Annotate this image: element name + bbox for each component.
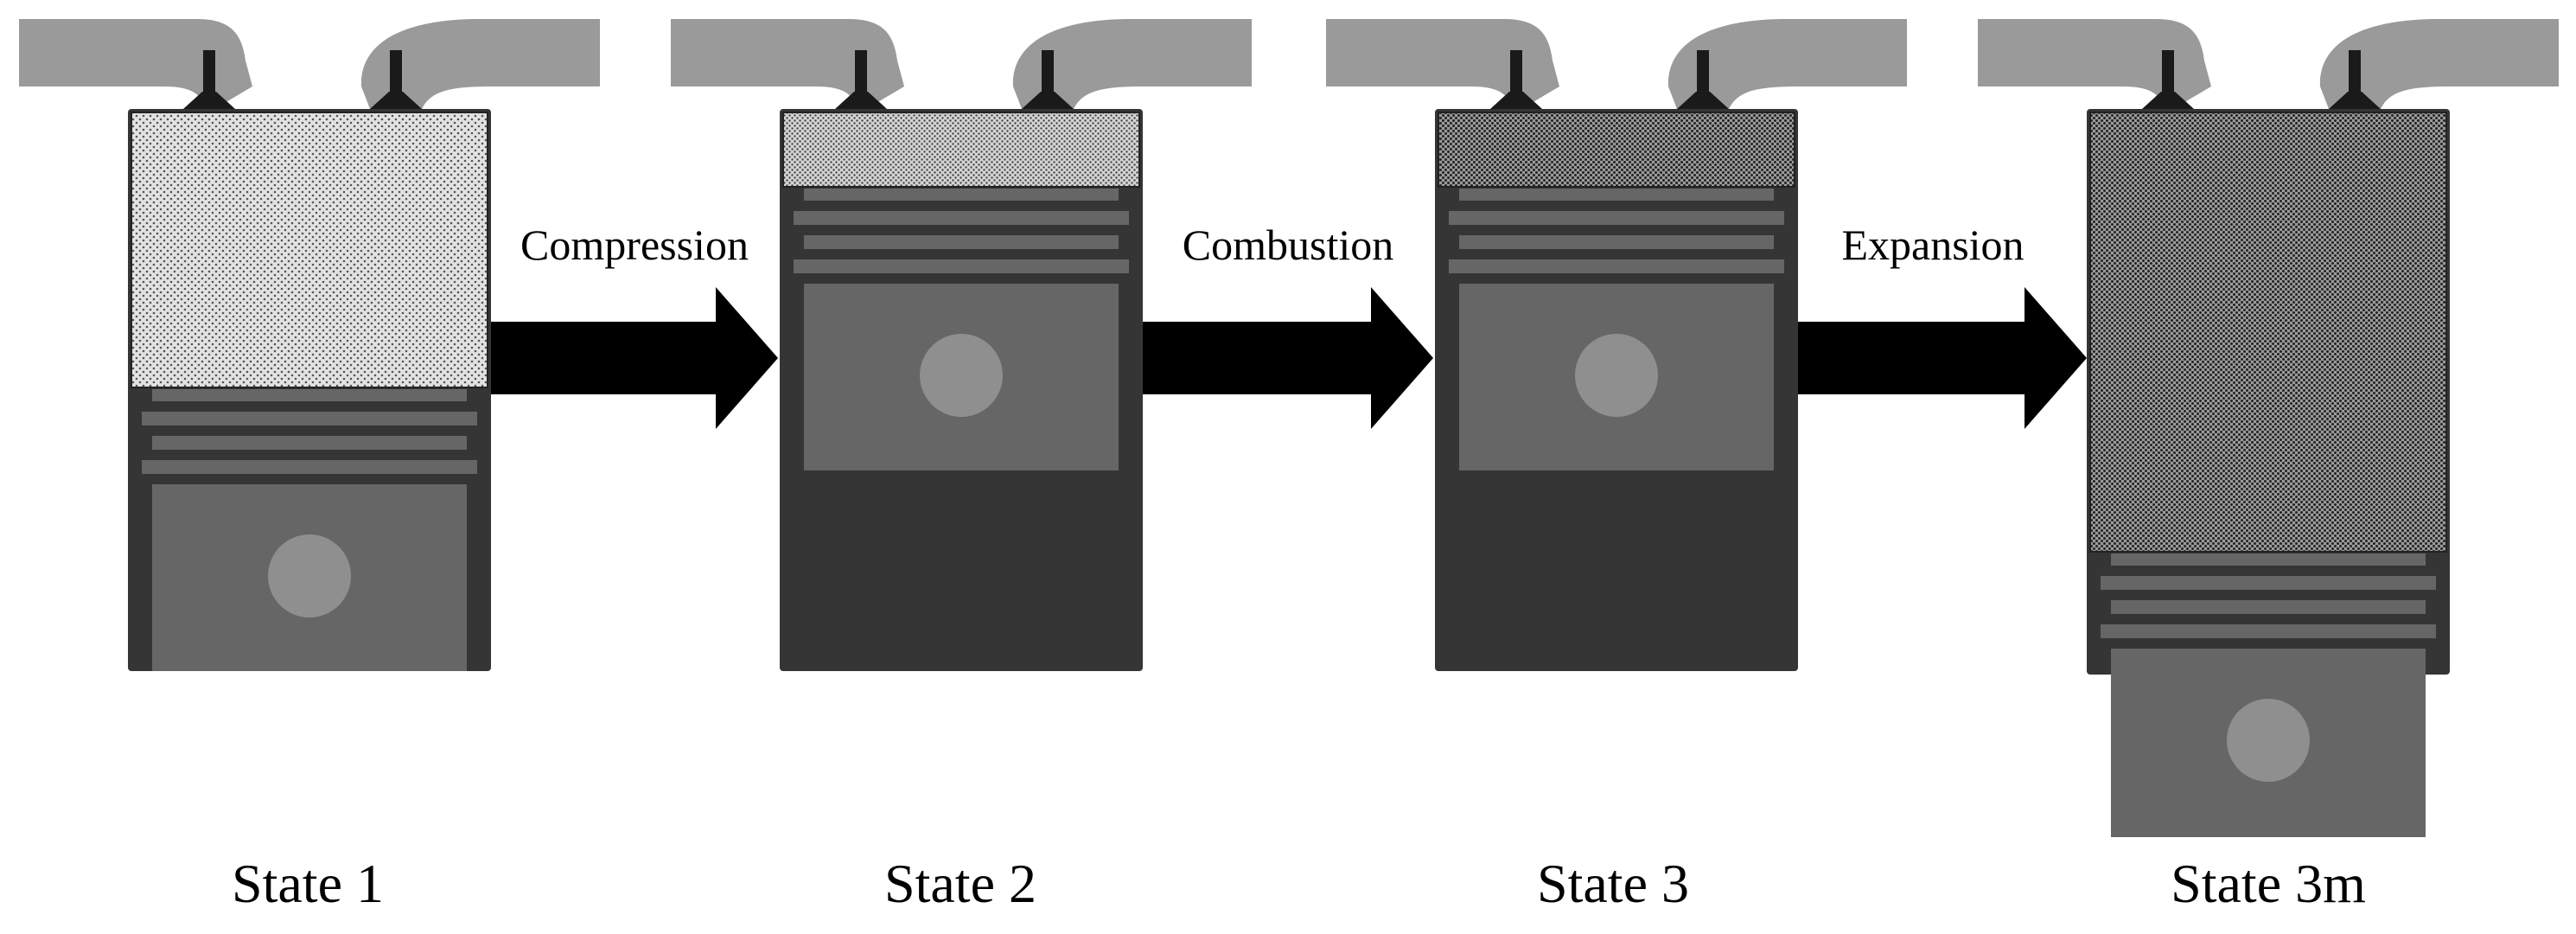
piston-ring	[142, 460, 477, 474]
piston-ring	[2111, 553, 2426, 566]
valve-stem	[203, 50, 215, 95]
piston-pin	[920, 334, 1003, 417]
intake-valve	[835, 50, 887, 109]
cylinder-gas	[131, 112, 488, 388]
piston-ring	[794, 259, 1129, 273]
engine-1	[19, 19, 600, 671]
exhaust-valve	[370, 50, 422, 109]
valve-head	[1022, 92, 1074, 109]
piston-ring	[794, 211, 1129, 225]
valve-stem	[1510, 50, 1522, 95]
intake-manifold	[671, 19, 904, 109]
piston-ring	[804, 189, 1119, 201]
arrow-combustion	[1143, 287, 1433, 429]
valve-stem	[2162, 50, 2174, 95]
intake-manifold	[19, 19, 252, 109]
piston-ring	[1459, 189, 1774, 201]
valve-stem	[2349, 50, 2361, 95]
state-label-1: State 1	[232, 853, 384, 914]
piston-ring	[2101, 624, 2436, 638]
valve-head	[1490, 92, 1542, 109]
engine-2	[671, 19, 1252, 671]
intake-manifold	[1978, 19, 2211, 109]
cylinder-gas	[782, 112, 1140, 188]
exhaust-manifold	[2319, 19, 2559, 109]
exhaust-manifold	[1667, 19, 1907, 109]
cylinder-gas	[1438, 112, 1795, 188]
process-label-compression: Compression	[520, 221, 749, 269]
piston-ring	[804, 235, 1119, 249]
engine-4	[1978, 19, 2559, 837]
exhaust-valve	[1677, 50, 1729, 109]
valve-head	[183, 92, 235, 109]
intake-valve	[183, 50, 235, 109]
piston-ring	[1459, 235, 1774, 249]
intake-manifold	[1326, 19, 1559, 109]
piston-ring	[142, 412, 477, 425]
exhaust-manifold	[1012, 19, 1252, 109]
valve-head	[1677, 92, 1729, 109]
engine-3	[1326, 19, 1907, 671]
state-label-3m: State 3m	[2171, 853, 2366, 914]
state-label-2: State 2	[884, 853, 1036, 914]
piston-pin	[2227, 699, 2310, 782]
exhaust-valve	[2329, 50, 2381, 109]
piston-pin	[268, 534, 351, 617]
piston-ring	[2111, 600, 2426, 614]
exhaust-manifold	[360, 19, 600, 109]
arrow-expansion	[1798, 287, 2087, 429]
valve-stem	[855, 50, 867, 95]
process-label-combustion: Combustion	[1182, 221, 1394, 269]
valve-head	[2142, 92, 2194, 109]
state-label-3: State 3	[1537, 853, 1689, 914]
valve-head	[2329, 92, 2381, 109]
valve-head	[835, 92, 887, 109]
cylinder-gas	[2089, 112, 2447, 553]
piston-ring	[1449, 259, 1784, 273]
process-label-expansion: Expansion	[1841, 221, 2024, 269]
piston-pin	[1575, 334, 1658, 417]
valve-head	[370, 92, 422, 109]
piston-ring	[2101, 576, 2436, 590]
exhaust-valve	[1022, 50, 1074, 109]
piston-ring	[1449, 211, 1784, 225]
arrow-compression	[491, 287, 778, 429]
valve-stem	[1697, 50, 1709, 95]
valve-stem	[390, 50, 402, 95]
valve-stem	[1042, 50, 1054, 95]
piston-ring	[152, 436, 467, 450]
piston-ring	[152, 389, 467, 401]
intake-valve	[1490, 50, 1542, 109]
intake-valve	[2142, 50, 2194, 109]
